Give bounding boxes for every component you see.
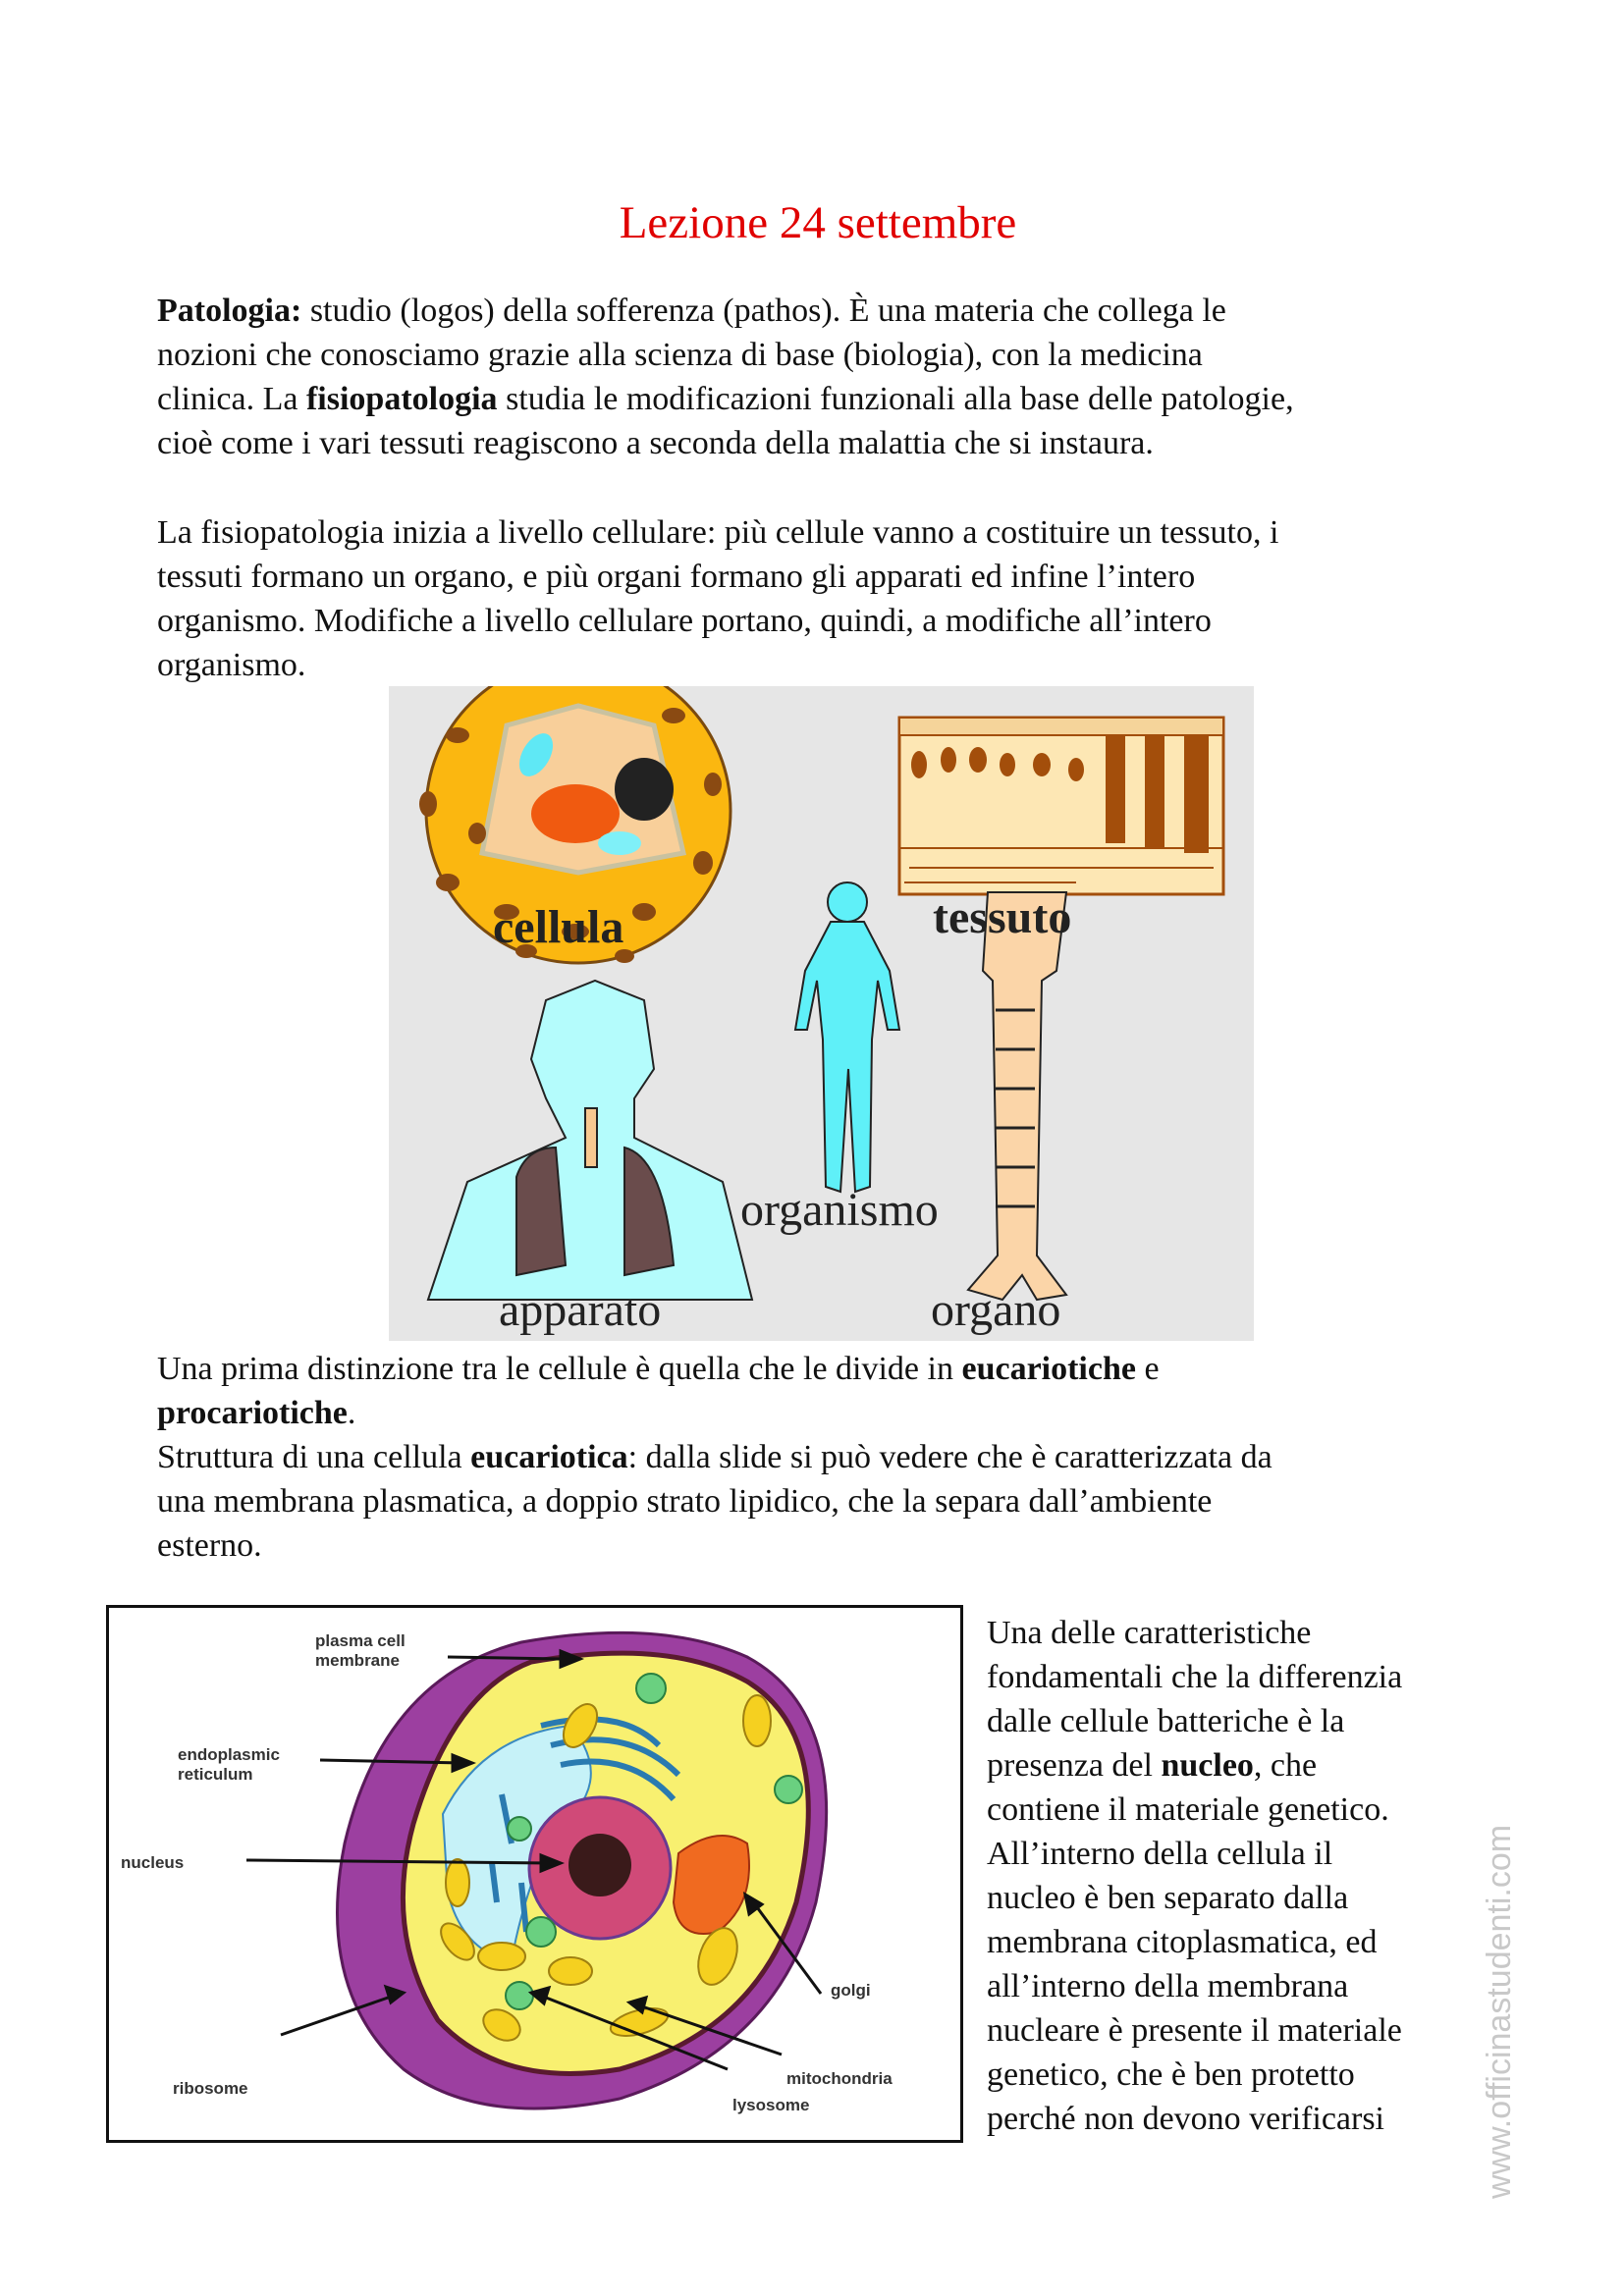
human-illustration — [793, 881, 901, 1194]
eukaryotic-cell-illustration — [245, 1630, 829, 2110]
text-line: esterno. — [157, 1523, 1502, 1568]
label-endoplasmic-reticulum: endoplasmic reticulum — [178, 1745, 280, 1784]
label-lysosome: lysosome — [732, 2096, 810, 2114]
label-mitochondria: mitochondria — [786, 2069, 893, 2088]
text-segment: tessuti formano un organo, e più organi … — [157, 559, 1196, 595]
text-line: clinica. La fisiopatologia studia le mod… — [157, 377, 1502, 421]
text-line: genetico, che è ben protetto — [987, 2053, 1483, 2097]
text-segment: studia le modificazioni funzionali alla … — [497, 381, 1294, 417]
text-segment: e — [1135, 1351, 1160, 1387]
text-segment: all’interno della membrana — [987, 1968, 1349, 2004]
bold-term: fisiopatologia — [305, 381, 498, 417]
text-line: procariotiche. — [157, 1391, 1502, 1435]
text-segment: organismo. Modifiche a livello cellulare… — [157, 603, 1212, 639]
label-plasma-membrane: plasma cell membrane — [315, 1631, 406, 1670]
text-segment: genetico, che è ben protetto — [987, 2056, 1355, 2093]
bold-term: eucariotiche — [961, 1351, 1136, 1387]
text-segment: studio (logos) della sofferenza (pathos)… — [301, 293, 1226, 329]
label-tessuto: tessuto — [933, 891, 1072, 943]
bold-term: eucariotica — [470, 1439, 628, 1475]
label-apparato: apparato — [499, 1284, 662, 1336]
text-line: contiene il materiale genetico. — [987, 1788, 1483, 1832]
text-line: tessuti formano un organo, e più organi … — [157, 555, 1502, 599]
trachea-illustration — [966, 891, 1068, 1302]
cell-illustration — [419, 686, 732, 965]
tissue-illustration — [897, 716, 1225, 896]
watermark: www.officinastudenti.com — [1481, 1824, 1518, 2199]
label-golgi: golgi — [831, 1981, 871, 2000]
label-organismo: organismo — [740, 1184, 939, 1236]
text-line: Una delle caratteristiche — [987, 1611, 1483, 1655]
label-cellula: cellula — [493, 901, 624, 953]
eukaryotic-cell-figure: plasma cell membrane endoplasmic reticul… — [106, 1605, 963, 2143]
bold-term: Patologia: — [157, 293, 302, 329]
organization-levels-illustration — [419, 686, 1225, 1302]
organization-levels-figure: cellula tessuto organismo apparato organ… — [389, 686, 1254, 1341]
text-line: La fisiopatologia inizia a livello cellu… — [157, 510, 1502, 555]
text-segment: membrana citoplasmatica, ed — [987, 1924, 1378, 1960]
label-organo: organo — [931, 1284, 1061, 1336]
text-segment: cioè come i vari tessuti reagiscono a se… — [157, 425, 1154, 461]
bold-term: nucleo — [1161, 1747, 1254, 1784]
text-segment: dalle cellule batteriche è la — [987, 1703, 1345, 1739]
text-line: Patologia: studio (logos) della sofferen… — [157, 289, 1502, 333]
text-segment: Una delle caratteristiche — [987, 1615, 1312, 1651]
text-line: una membrana plasmatica, a doppio strato… — [157, 1479, 1502, 1523]
text-segment: La fisiopatologia inizia a livello cellu… — [157, 514, 1279, 551]
text-segment: : dalla slide si può vedere che è caratt… — [627, 1439, 1272, 1475]
text-segment: All’interno della cellula il — [987, 1836, 1333, 1872]
text-segment: fondamentali che la differenzia — [987, 1659, 1403, 1695]
label-nucleus: nucleus — [121, 1853, 185, 1872]
text-line: dalle cellule batteriche è la — [987, 1699, 1483, 1743]
text-segment: una membrana plasmatica, a doppio strato… — [157, 1483, 1213, 1520]
text-line: Una prima distinzione tra le cellule è q… — [157, 1347, 1502, 1391]
text-line: nozioni che conosciamo grazie alla scien… — [157, 333, 1502, 377]
text-line: nucleo è ben separato dalla — [987, 1876, 1483, 1920]
text-segment: clinica. La — [157, 381, 306, 417]
text-line: fondamentali che la differenzia — [987, 1655, 1483, 1699]
text-line: membrana citoplasmatica, ed — [987, 1920, 1483, 1964]
text-line: perché non devono verificarsi — [987, 2097, 1483, 2141]
page-title: Lezione 24 settembre — [619, 197, 1017, 248]
text-segment: nucleo è ben separato dalla — [987, 1880, 1349, 1916]
text-segment: esterno. — [157, 1527, 262, 1564]
text-segment: organismo. — [157, 647, 306, 683]
text-line: cioè come i vari tessuti reagiscono a se… — [157, 421, 1502, 465]
text-segment: perché non devono verificarsi — [987, 2101, 1384, 2137]
paragraph-patologia: Patologia: studio (logos) della sofferen… — [157, 289, 1502, 465]
text-line: all’interno della membrana — [987, 1964, 1483, 2008]
text-segment: , che — [1253, 1747, 1318, 1784]
bold-term: procariotiche — [157, 1395, 348, 1431]
text-line: organismo. Modifiche a livello cellulare… — [157, 599, 1502, 643]
text-segment: Struttura di una cellula — [157, 1439, 471, 1475]
paragraph-eucariotiche: Una prima distinzione tra le cellule è q… — [157, 1347, 1502, 1568]
text-segment: presenza del — [987, 1747, 1162, 1784]
text-line: organismo. — [157, 643, 1502, 687]
text-line: nucleare è presente il materiale — [987, 2008, 1483, 2053]
text-segment: . — [347, 1395, 356, 1431]
paragraph-nucleo: Una delle caratteristiche fondamentali ch… — [987, 1611, 1483, 2141]
label-ribosome: ribosome — [173, 2079, 248, 2098]
text-line: All’interno della cellula il — [987, 1832, 1483, 1876]
text-segment: nozioni che conosciamo grazie alla scien… — [157, 337, 1203, 373]
paragraph-fisiopatologia: La fisiopatologia inizia a livello cellu… — [157, 510, 1502, 687]
text-line: Struttura di una cellula eucariotica: da… — [157, 1435, 1502, 1479]
respiratory-system-illustration — [426, 979, 754, 1301]
text-segment: Una prima distinzione tra le cellule è q… — [157, 1351, 962, 1387]
text-line: presenza del nucleo, che — [987, 1743, 1483, 1788]
text-segment: contiene il materiale genetico. — [987, 1791, 1389, 1828]
text-segment: nucleare è presente il materiale — [987, 2012, 1402, 2049]
